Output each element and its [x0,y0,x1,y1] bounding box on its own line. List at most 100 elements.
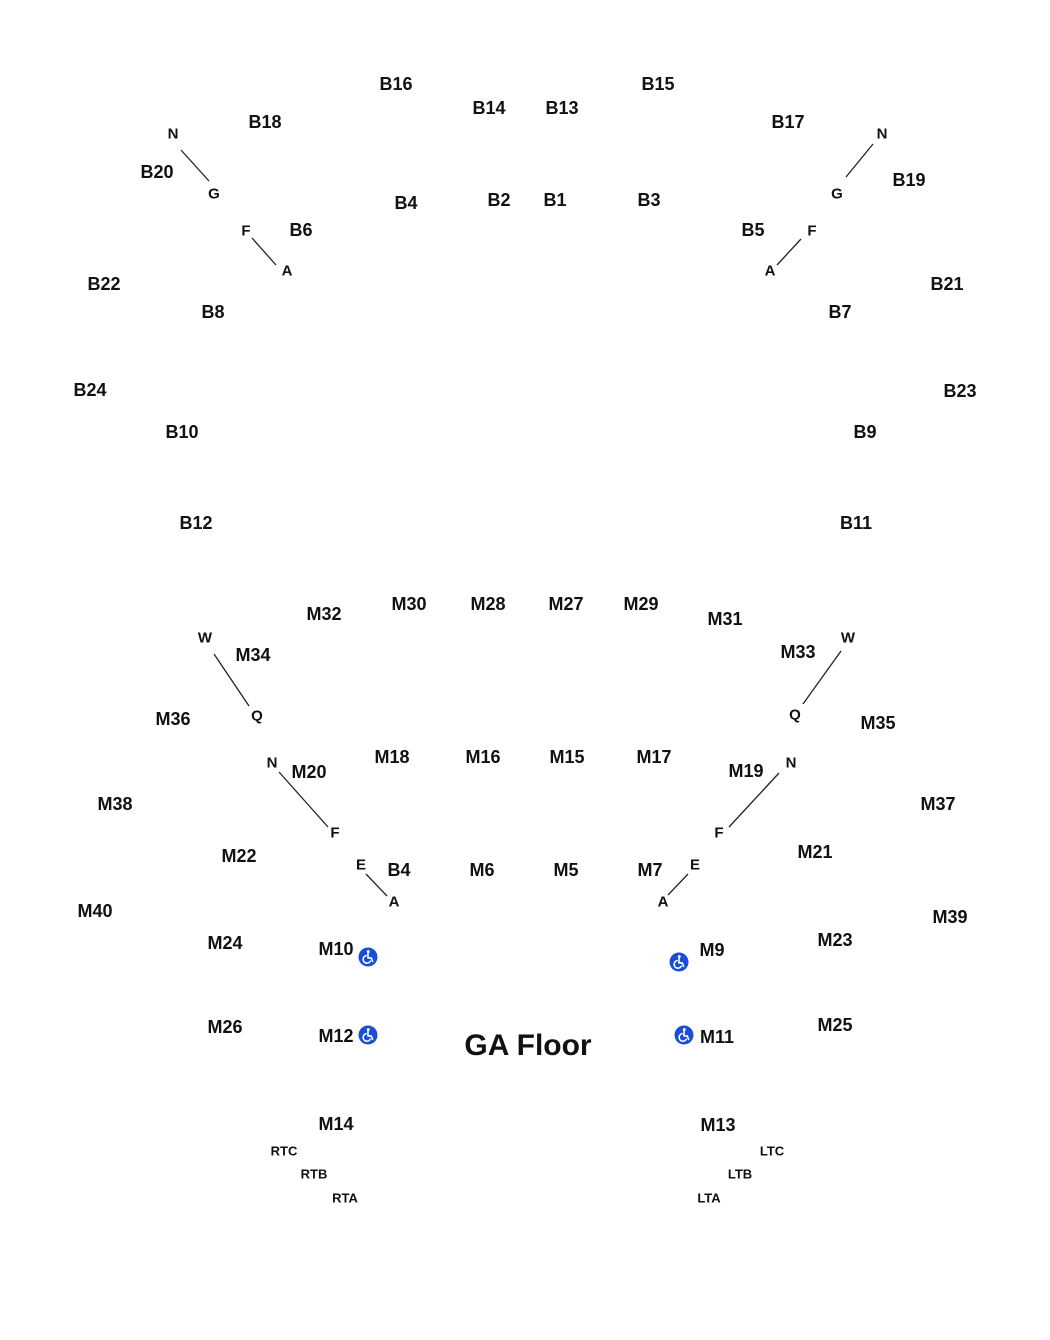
section-m12[interactable]: M12 [318,1026,354,1046]
row-marker-n: N [167,125,179,143]
section-m27[interactable]: M27 [548,594,584,614]
section-m29[interactable]: M29 [623,594,659,614]
table-ltc[interactable]: LTC [759,1143,785,1159]
ga-floor-label[interactable]: GA Floor [464,1029,592,1062]
section-m16[interactable]: M16 [465,747,501,767]
row-line-b-right-n-g [845,143,874,178]
row-marker-f: F [330,824,340,842]
section-m26[interactable]: M26 [207,1017,243,1037]
section-b20[interactable]: B20 [140,162,174,182]
row-marker-w: W [840,629,856,647]
table-rtc[interactable]: RTC [270,1143,298,1159]
section-m17[interactable]: M17 [636,747,672,767]
section-m30[interactable]: M30 [391,594,427,614]
section-b24[interactable]: B24 [73,380,107,400]
section-m10[interactable]: M10 [318,939,354,959]
section-m36[interactable]: M36 [155,709,191,729]
section-m22[interactable]: M22 [221,846,257,866]
section-m28[interactable]: M28 [470,594,506,614]
row-marker-a: A [281,262,293,280]
wheelchair-accessible-icon [358,947,378,967]
section-m38[interactable]: M38 [97,794,133,814]
section-m34[interactable]: M34 [235,645,271,665]
table-ltb[interactable]: LTB [727,1166,753,1182]
section-b17[interactable]: B17 [771,112,805,132]
section-m18[interactable]: M18 [374,747,410,767]
row-line-b-left-n-g [180,149,210,182]
row-marker-q: Q [789,706,801,724]
section-b22[interactable]: B22 [87,274,121,294]
row-line-m-right-e-a [667,873,689,896]
section-m13[interactable]: M13 [700,1115,736,1135]
section-m8[interactable]: B4 [387,860,411,880]
section-b6[interactable]: B6 [289,220,313,240]
table-rtb[interactable]: RTB [300,1166,328,1182]
row-marker-f: F [807,222,817,240]
section-m24[interactable]: M24 [207,933,243,953]
row-marker-g: G [831,185,843,203]
section-m39[interactable]: M39 [932,907,968,927]
section-b9[interactable]: B9 [853,422,877,442]
section-m20[interactable]: M20 [291,762,327,782]
table-lta[interactable]: LTA [697,1190,721,1206]
section-m33[interactable]: M33 [780,642,816,662]
section-m25[interactable]: M25 [817,1015,853,1035]
section-m35[interactable]: M35 [860,713,896,733]
row-marker-w: W [197,629,213,647]
section-b16[interactable]: B16 [379,74,413,94]
section-m14[interactable]: M14 [318,1114,354,1134]
section-m37[interactable]: M37 [920,794,956,814]
section-m5[interactable]: M5 [553,860,579,880]
section-b18[interactable]: B18 [248,112,282,132]
section-m7[interactable]: M7 [637,860,663,880]
row-marker-n: N [266,754,278,772]
section-m21[interactable]: M21 [797,842,833,862]
row-marker-a: A [388,893,400,911]
section-b5[interactable]: B5 [741,220,765,240]
row-line-b-left-f-a [251,237,277,266]
section-m32[interactable]: M32 [306,604,342,624]
section-m6[interactable]: M6 [469,860,495,880]
section-b21[interactable]: B21 [930,274,964,294]
row-line-m-right-n-f [728,772,780,828]
wheelchair-accessible-icon [358,1025,378,1045]
row-line-m-left-e-a [365,873,388,897]
row-marker-g: G [208,185,220,203]
section-b2[interactable]: B2 [487,190,511,210]
section-b12[interactable]: B12 [179,513,213,533]
row-line-b-right-f-a [776,238,802,266]
section-m19[interactable]: M19 [728,761,764,781]
table-rta[interactable]: RTA [332,1190,358,1206]
section-b4[interactable]: B4 [394,193,418,213]
section-b19[interactable]: B19 [892,170,926,190]
section-b13[interactable]: B13 [545,98,579,118]
section-m15[interactable]: M15 [549,747,585,767]
section-m40[interactable]: M40 [77,901,113,921]
section-b14[interactable]: B14 [472,98,506,118]
section-m23[interactable]: M23 [817,930,853,950]
row-marker-a: A [764,262,776,280]
section-m11[interactable]: M11 [699,1027,735,1047]
section-b8[interactable]: B8 [201,302,225,322]
section-b10[interactable]: B10 [165,422,199,442]
wheelchair-accessible-icon [669,952,689,972]
section-b3[interactable]: B3 [637,190,661,210]
row-marker-e: E [355,856,367,874]
wheelchair-accessible-icon [674,1025,694,1045]
row-marker-n: N [876,125,888,143]
section-b15[interactable]: B15 [641,74,675,94]
section-m9[interactable]: M9 [699,940,725,960]
row-marker-e: E [689,856,701,874]
section-m31[interactable]: M31 [707,609,743,629]
row-marker-n: N [785,754,797,772]
section-b11[interactable]: B11 [839,513,873,533]
section-b23[interactable]: B23 [943,381,977,401]
row-marker-f: F [241,222,251,240]
row-marker-q: Q [251,707,263,725]
row-marker-a: A [657,893,669,911]
section-b7[interactable]: B7 [828,302,852,322]
section-b1[interactable]: B1 [543,190,567,210]
row-marker-f: F [714,824,724,842]
